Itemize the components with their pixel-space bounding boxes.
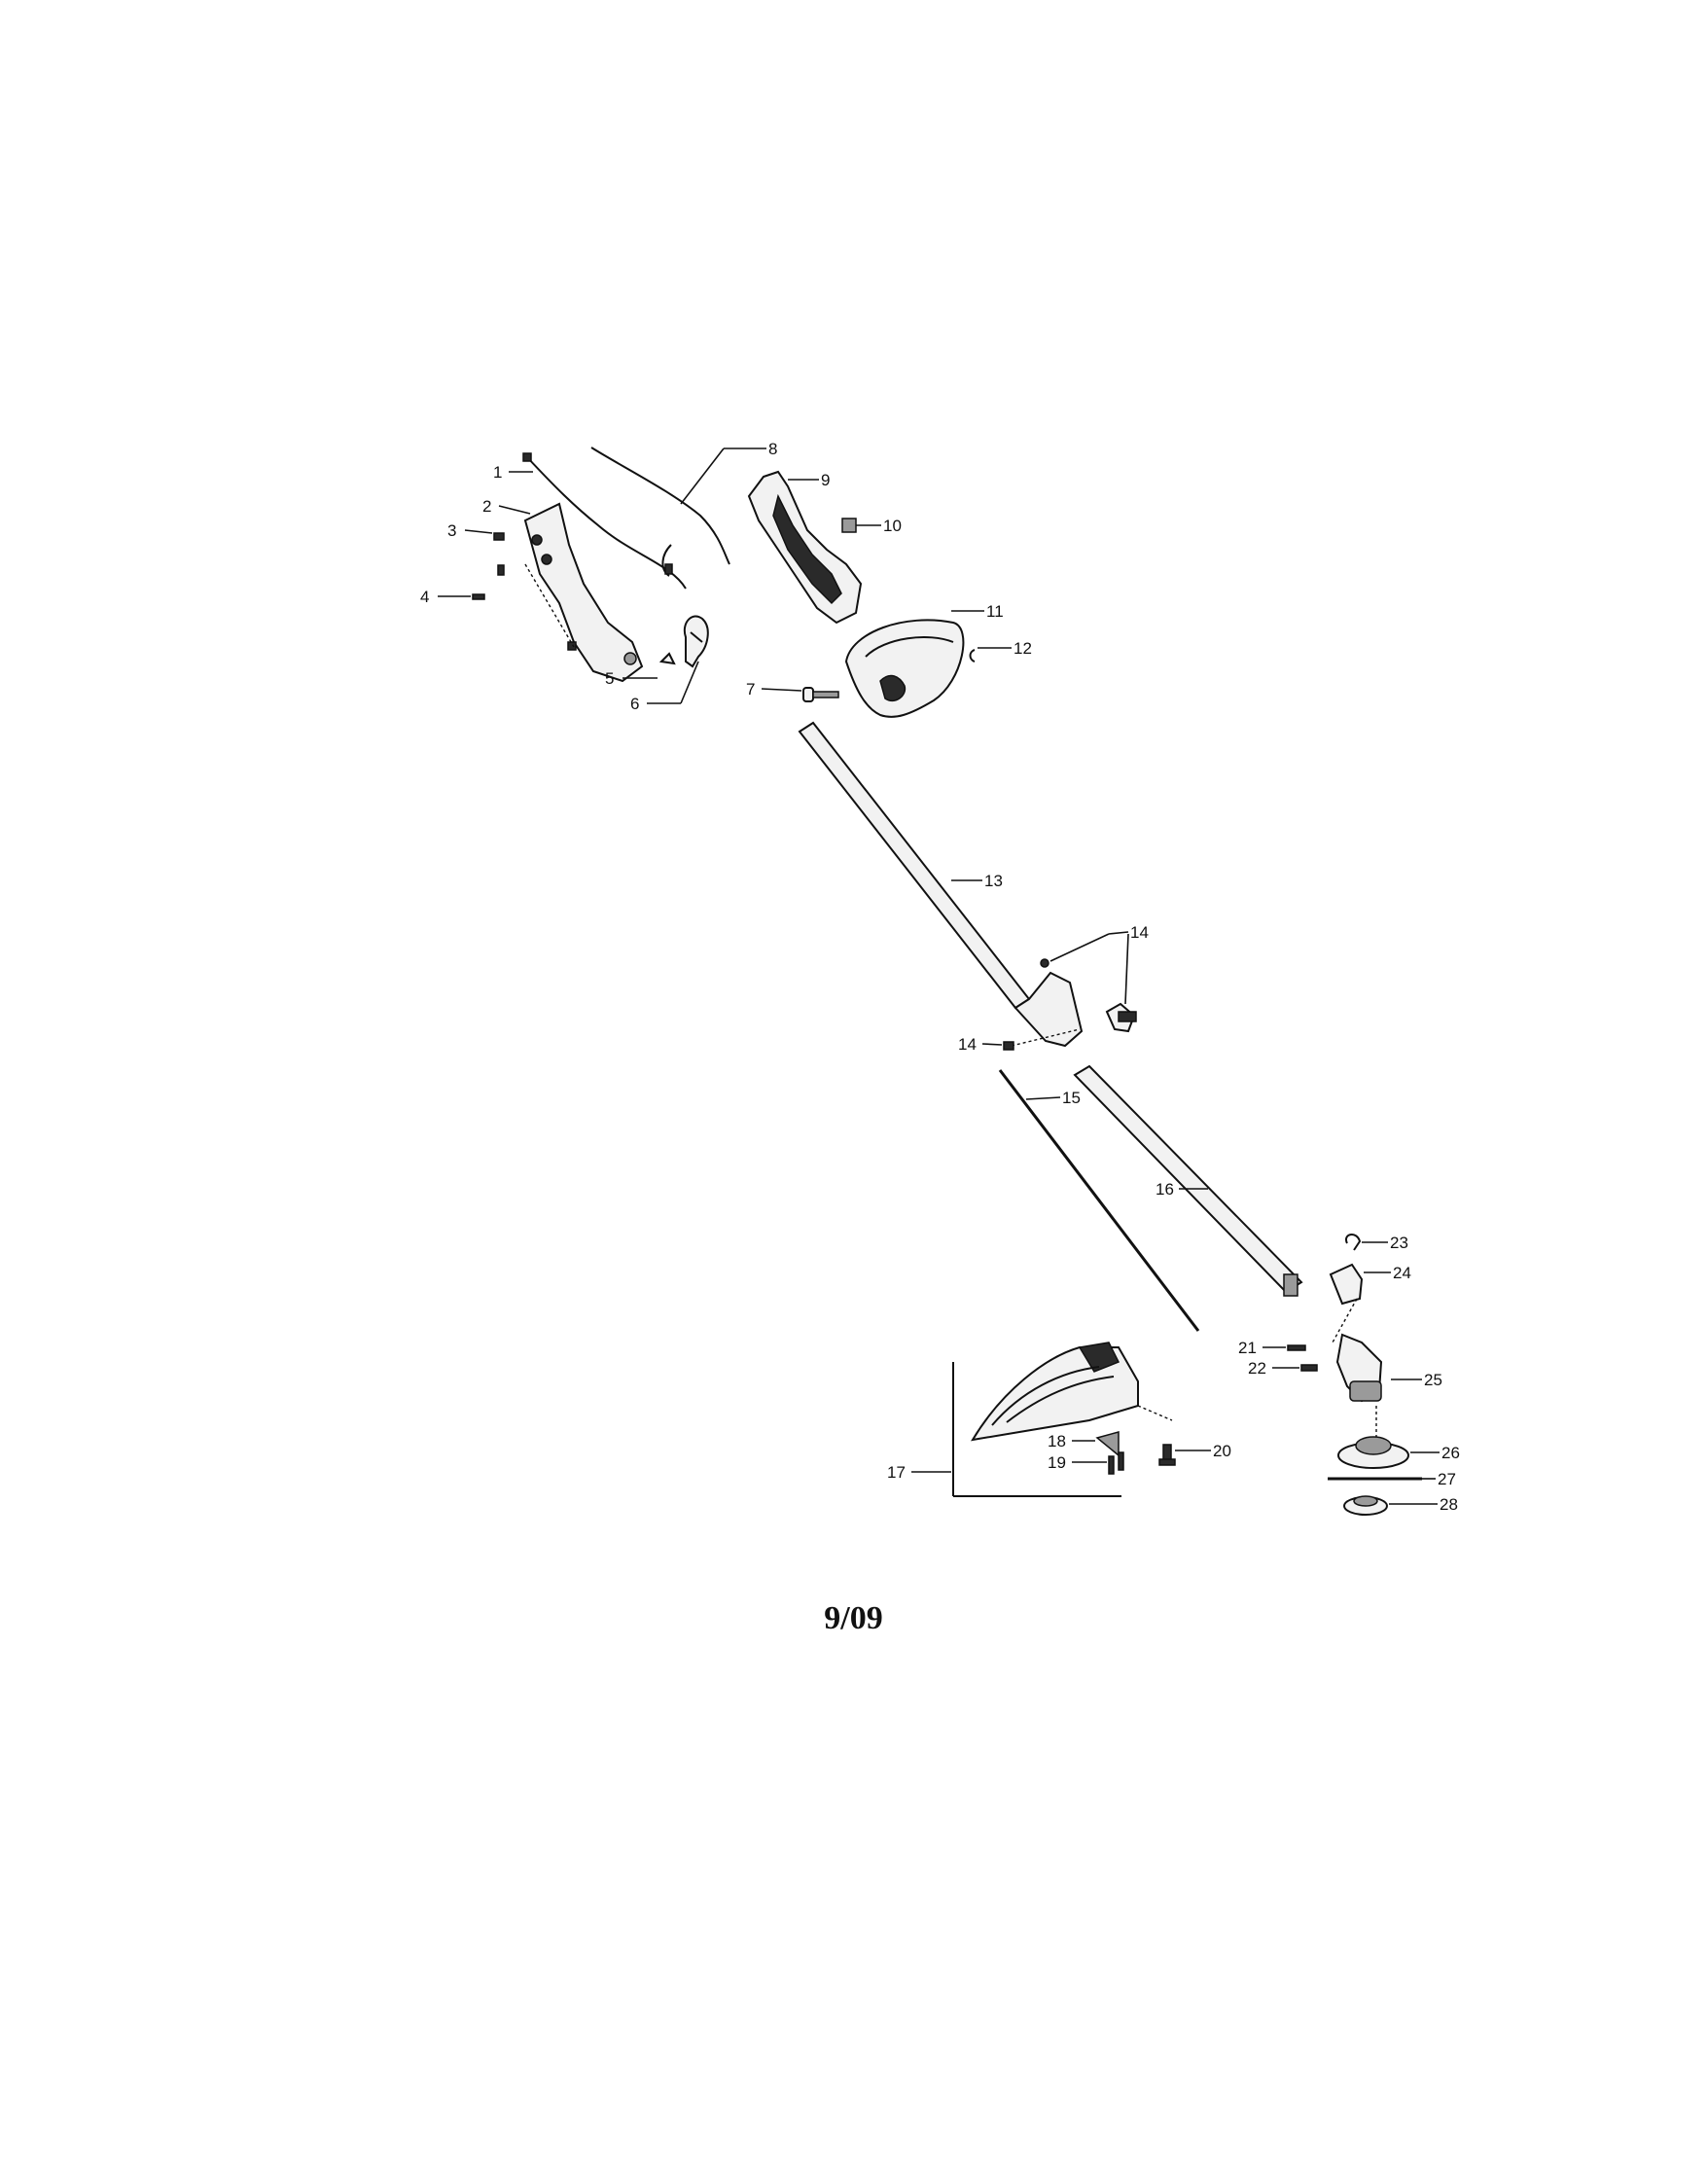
callout-13: 13 — [984, 872, 1003, 890]
callout-28: 28 — [1440, 1495, 1458, 1514]
callout-14-upper: 14 — [1130, 923, 1149, 942]
callout-27: 27 — [1438, 1470, 1456, 1488]
callout-10: 10 — [883, 517, 902, 535]
callout-16: 16 — [1156, 1180, 1174, 1199]
part-25-gear-head — [1335, 1333, 1383, 1403]
part-10-switch — [841, 518, 857, 533]
callout-8: 8 — [768, 440, 777, 458]
part-18-line-cutter — [1095, 1431, 1120, 1457]
callout-17: 17 — [887, 1463, 906, 1482]
part-4-screw — [472, 564, 577, 651]
callout-15: 15 — [1062, 1089, 1081, 1107]
callout-9: 9 — [821, 471, 830, 489]
callout-7: 7 — [746, 680, 755, 698]
callout-23: 23 — [1390, 1234, 1408, 1252]
callout-19: 19 — [1048, 1453, 1066, 1472]
assembly-line-guard — [1137, 1405, 1173, 1421]
part-22-screw — [1300, 1364, 1318, 1372]
callout-2: 2 — [482, 497, 491, 516]
part-28-bump-knob — [1343, 1495, 1388, 1516]
part-15-drive-shaft — [998, 1069, 1200, 1332]
callout-25: 25 — [1424, 1371, 1442, 1389]
callout-6: 6 — [630, 695, 639, 713]
part-8-stop-wire — [590, 447, 730, 577]
part-26-spool — [1337, 1436, 1409, 1469]
callout-18: 18 — [1048, 1432, 1066, 1450]
part-24-shield-bracket — [1329, 1263, 1364, 1306]
callout-1: 1 — [493, 463, 502, 482]
callout-14-lower: 14 — [958, 1035, 977, 1054]
assembly-line-gearhead — [1332, 1298, 1358, 1343]
part-19-screws — [1108, 1451, 1124, 1475]
assembly-line-housing — [524, 563, 575, 648]
part-20-bolt — [1158, 1444, 1176, 1466]
callout-26: 26 — [1441, 1444, 1460, 1462]
callout-12: 12 — [1014, 639, 1032, 658]
part-9-trigger-housing — [747, 470, 863, 625]
assembly-line-coupler — [1011, 1028, 1081, 1047]
part-7-bolt — [802, 687, 839, 702]
part-5-small-nut — [658, 652, 676, 665]
part-16-lower-shaft — [1073, 1064, 1303, 1297]
callout-4: 4 — [420, 588, 429, 606]
part-23-clamp — [1345, 1234, 1362, 1251]
callout-21: 21 — [1238, 1339, 1257, 1357]
part-6-handle-clip — [683, 615, 709, 668]
callout-24: 24 — [1393, 1264, 1411, 1282]
part-2-handle-housing — [523, 502, 644, 683]
part-3-nut — [493, 532, 505, 541]
callout-numbers: 1 2 3 4 5 6 7 8 9 10 11 12 13 14 14 15 1… — [420, 440, 1460, 1514]
part-14-nut-lower — [1003, 1041, 1014, 1051]
callout-11: 11 — [986, 602, 1004, 621]
part-13-upper-shaft — [798, 721, 1084, 1048]
leader-lines — [438, 448, 1440, 1505]
callout-20: 20 — [1213, 1442, 1231, 1460]
callout-3: 3 — [447, 521, 456, 540]
part-21-screw — [1287, 1344, 1306, 1351]
part-17-guard-frame — [952, 1362, 1121, 1497]
callout-5: 5 — [605, 669, 614, 688]
part-14-knob — [1105, 1002, 1137, 1033]
part-12-nut — [969, 649, 976, 662]
part-17-grass-deflector — [971, 1342, 1139, 1442]
callout-22: 22 — [1248, 1359, 1266, 1378]
footer-date: 9/09 — [824, 1600, 883, 1636]
part-11-front-handle — [844, 619, 965, 718]
